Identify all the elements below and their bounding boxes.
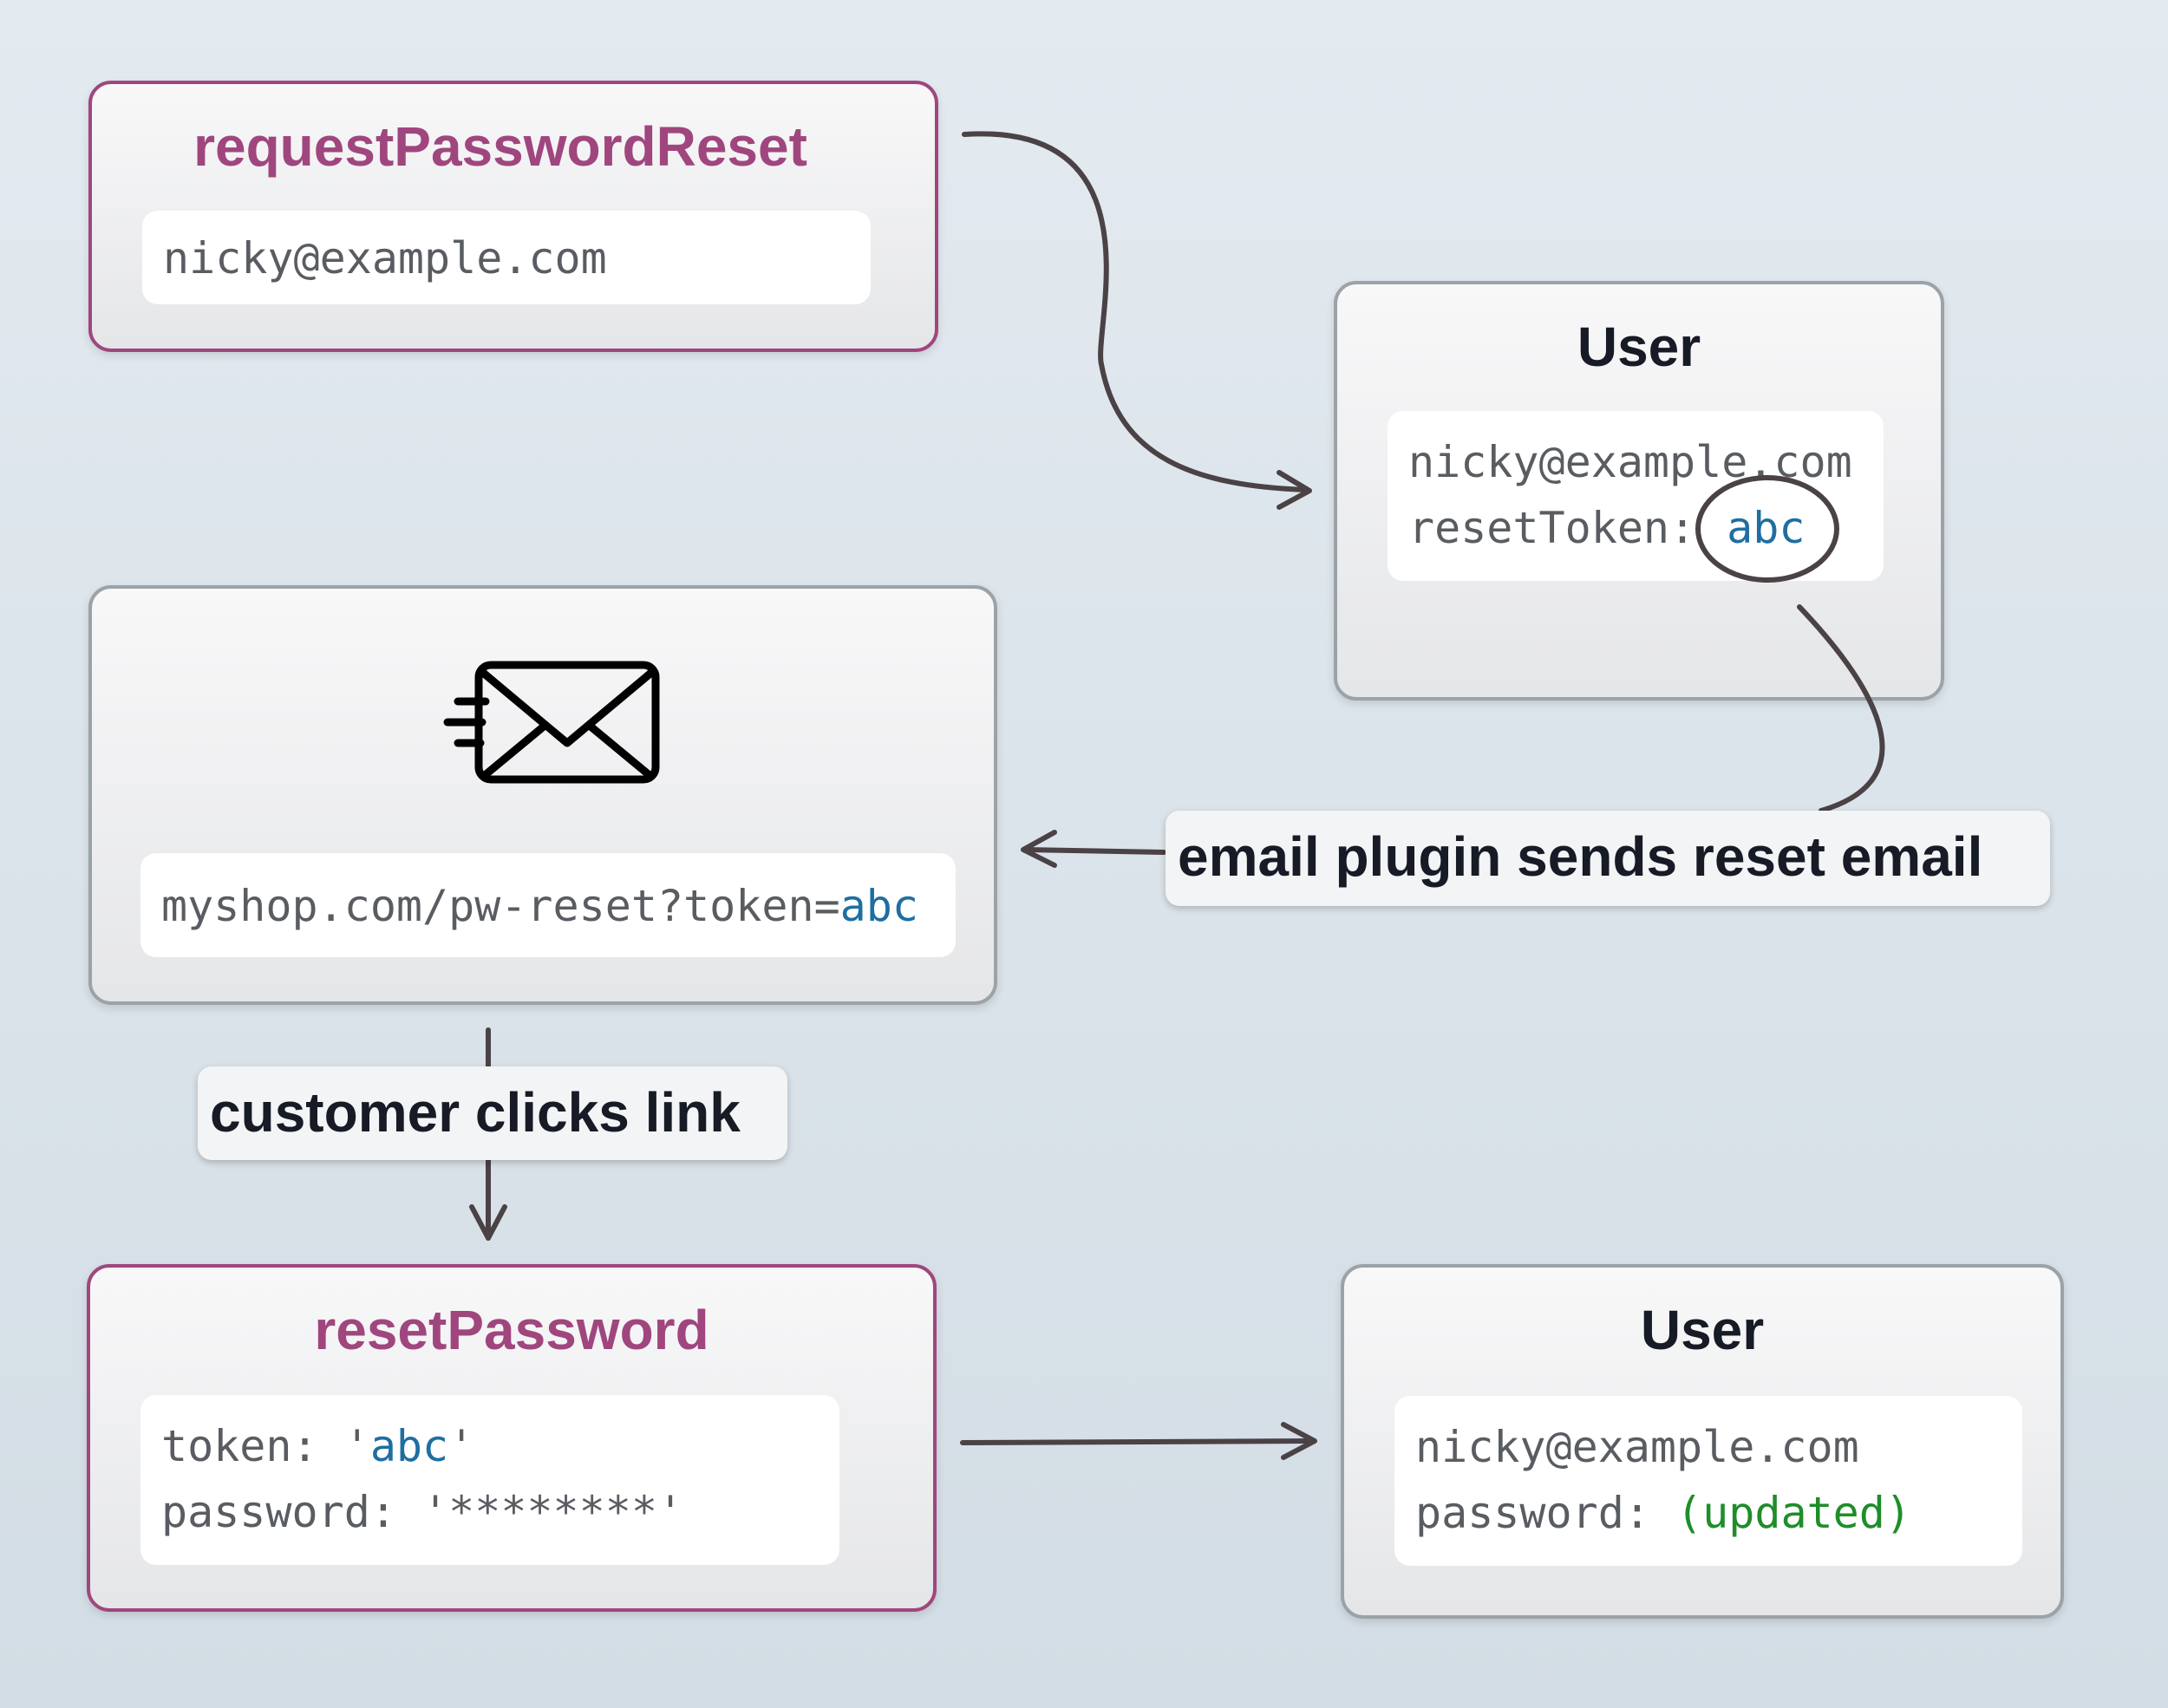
user-after-box: User nicky@example.com password: (update…	[1341, 1264, 2064, 1619]
user-after-password-key: password:	[1415, 1488, 1677, 1538]
password-value: '********'	[422, 1487, 684, 1537]
reset-token-key: resetToken:	[1408, 503, 1696, 553]
token-key: token:	[161, 1421, 344, 1471]
reset-link-field: myshop.com/pw-reset?token=abc	[140, 853, 956, 957]
reset-token-value: abc	[1727, 503, 1806, 553]
arrow-reset-to-user	[960, 1438, 1316, 1445]
user-before-box: User nicky@example.com resetToken:abc	[1334, 281, 1944, 701]
arrow-label-to-email	[1022, 847, 1166, 855]
request-email-field: nicky@example.com	[142, 211, 871, 304]
arrowhead-label-to-email	[1021, 830, 1057, 868]
token-value: abc	[369, 1421, 449, 1471]
user-before-fields: nicky@example.com resetToken:abc	[1388, 411, 1884, 581]
arrow-request-to-user	[962, 131, 1308, 492]
request-email-value: nicky@example.com	[163, 233, 607, 284]
arrow-token-to-label	[1797, 604, 1885, 813]
reset-link-url: myshop.com/pw-reset?token=	[161, 881, 840, 931]
user-before-title: User	[1577, 316, 1701, 378]
reset-password-box: resetPassword token: 'abc' password: '**…	[87, 1264, 937, 1612]
arrowhead-email-to-reset	[469, 1204, 507, 1241]
request-password-reset-box: requestPasswordReset nicky@example.com	[88, 81, 938, 352]
envelope-send-icon	[443, 661, 660, 784]
user-after-title: User	[1640, 1299, 1765, 1361]
email-plugin-label: email plugin sends reset email	[1166, 811, 2050, 906]
reset-link-token: abc	[839, 881, 918, 931]
customer-clicks-label: customer clicks link	[198, 1066, 787, 1160]
user-after-email: nicky@example.com	[1415, 1422, 1859, 1472]
password-key: password:	[161, 1487, 423, 1537]
user-after-fields: nicky@example.com password: (updated)	[1394, 1396, 2022, 1566]
request-password-reset-title: requestPasswordReset	[193, 115, 807, 178]
token-highlight-ellipse	[1695, 475, 1839, 583]
reset-password-title: resetPassword	[314, 1299, 709, 1361]
reset-email-box: myshop.com/pw-reset?token=abc	[88, 585, 997, 1005]
arrowhead-reset-to-user	[1281, 1422, 1317, 1460]
arrowhead-request-to-user	[1277, 470, 1312, 510]
reset-password-fields: token: 'abc' password: '********'	[140, 1395, 839, 1565]
password-updated-value: (updated)	[1676, 1488, 1911, 1538]
